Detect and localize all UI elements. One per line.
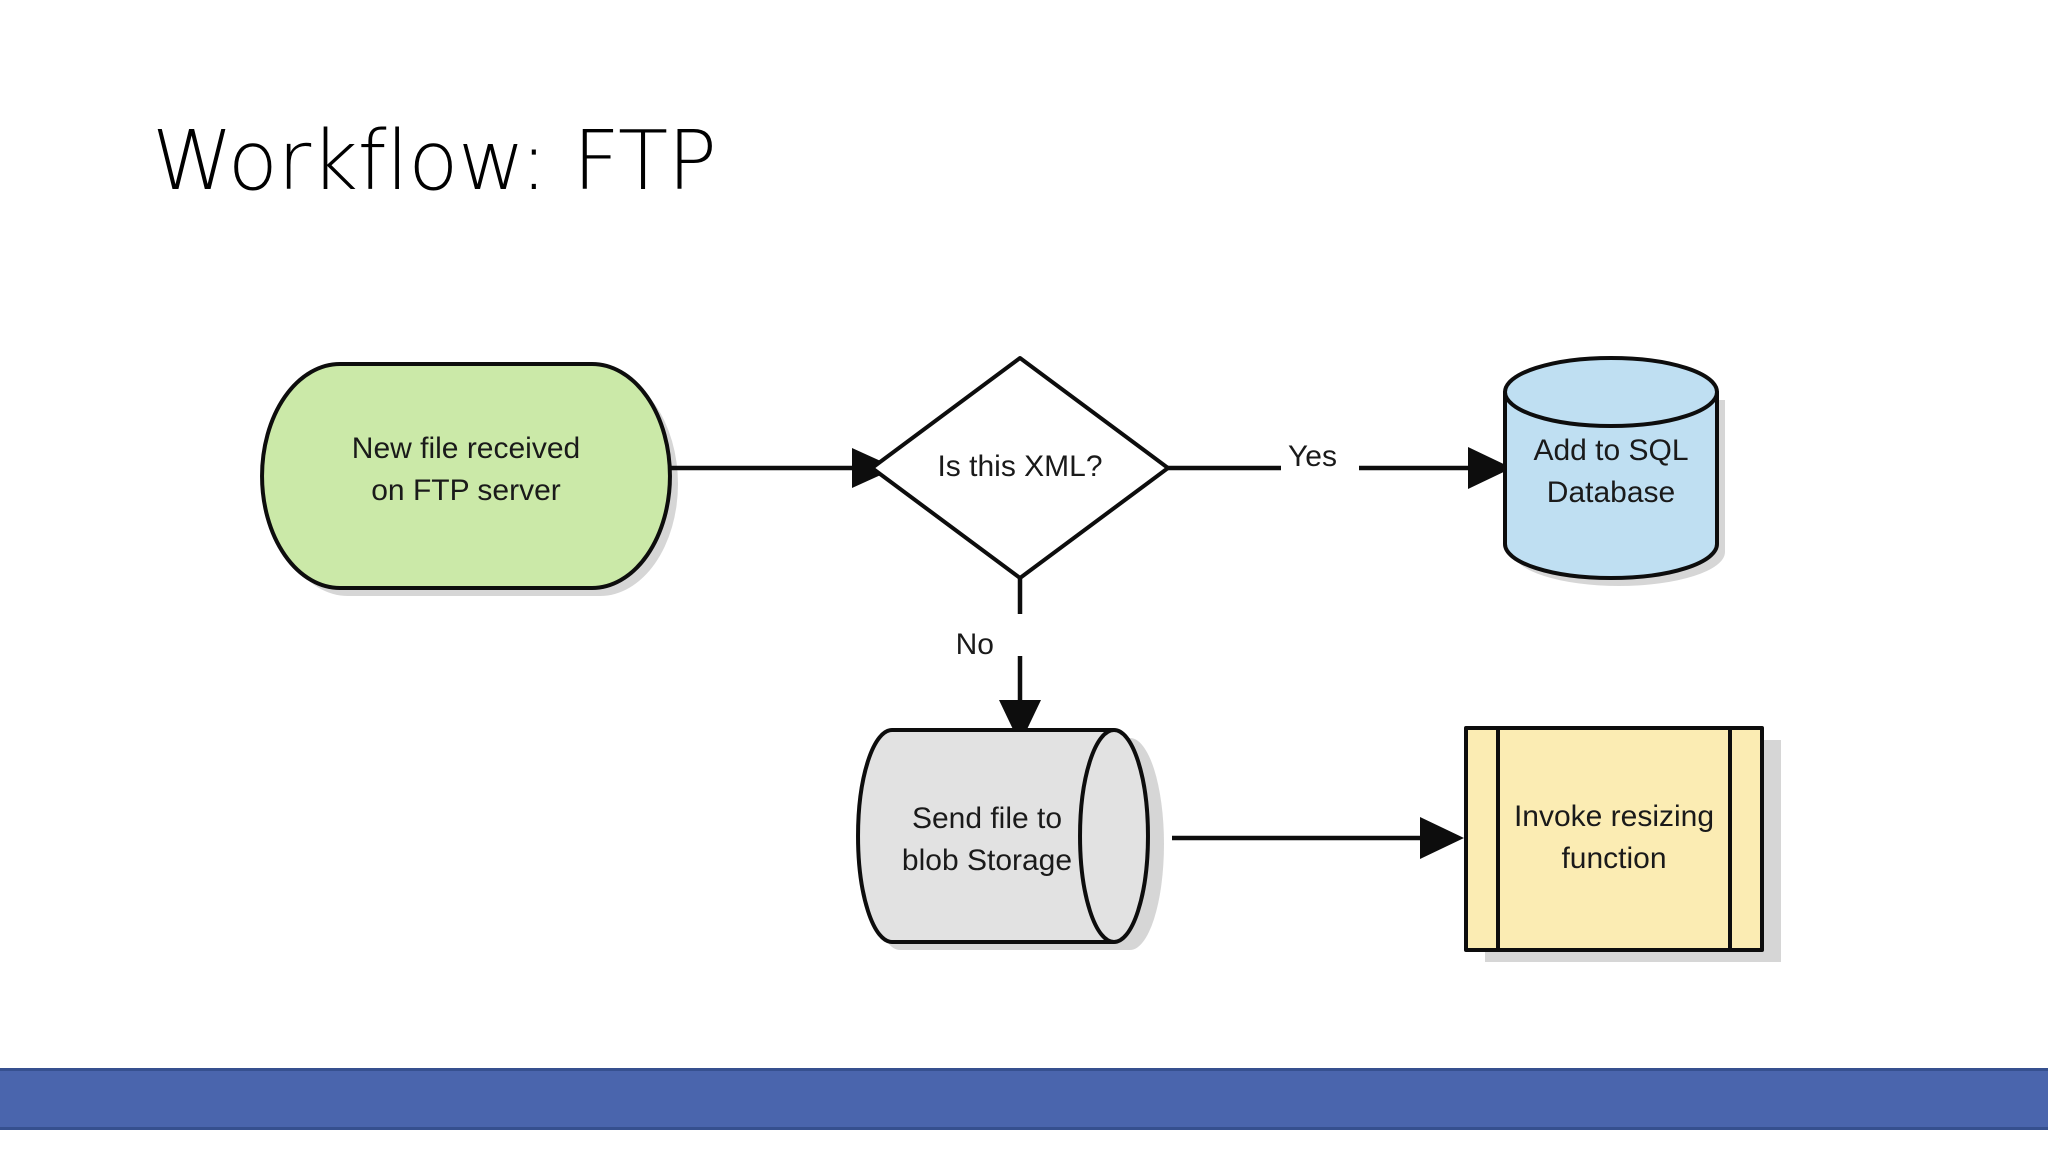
- edge-decision-to-sql: [1166, 447, 1512, 489]
- node-resize-function-line1: Invoke resizing: [1514, 800, 1714, 833]
- node-ftp-received-line1: New file received: [352, 432, 580, 465]
- node-sql-database-line1: Add to SQL: [1533, 434, 1688, 467]
- node-is-xml[interactable]: Is this XML?: [870, 356, 1170, 580]
- edge-label-no: No: [956, 628, 994, 661]
- edge-decision-to-blob: [996, 576, 1046, 744]
- edge-blob-to-resize: [1172, 817, 1464, 859]
- node-sql-database[interactable]: Add to SQL Database: [1503, 356, 1719, 580]
- page-title: Workflow: FTP: [152, 114, 717, 209]
- node-is-xml-label: Is this XML?: [937, 450, 1102, 483]
- node-resize-function[interactable]: Invoke resizing function: [1464, 726, 1764, 952]
- node-resize-function-line2: function: [1561, 842, 1666, 875]
- edge-label-yes: Yes: [1288, 440, 1337, 473]
- node-blob-storage[interactable]: Send file to blob Storage: [856, 728, 1150, 944]
- footer-accent-bar: [0, 1068, 2048, 1130]
- node-ftp-received-line2: on FTP server: [371, 474, 561, 507]
- node-ftp-received[interactable]: New file received on FTP server: [260, 362, 672, 590]
- node-blob-storage-line1: Send file to: [912, 802, 1062, 835]
- node-blob-storage-line2: blob Storage: [902, 844, 1072, 877]
- node-sql-database-line2: Database: [1547, 476, 1675, 509]
- flowchart-diagram: Yes No New file received on FTP server: [260, 356, 1781, 962]
